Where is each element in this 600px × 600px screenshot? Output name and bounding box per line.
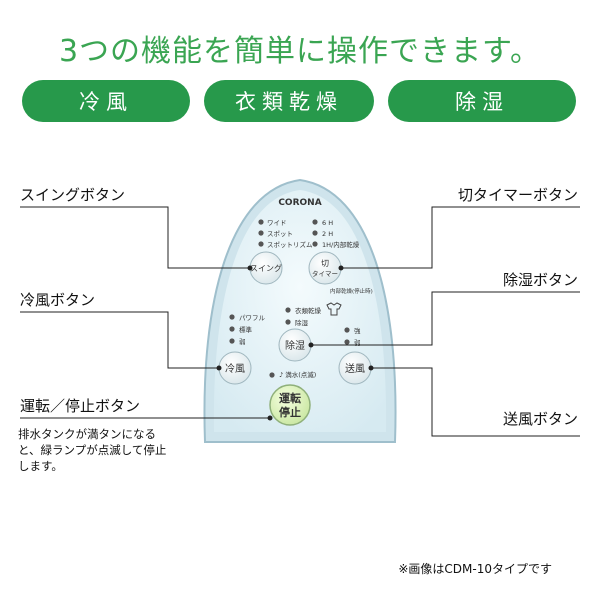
svg-text:除湿: 除湿: [285, 339, 305, 352]
callout-dehumid: 除湿ボタン: [502, 271, 578, 289]
callout-cool: 冷風ボタン: [20, 291, 96, 309]
svg-text:1H/内部乾燥: 1H/内部乾燥: [322, 240, 360, 249]
callout-power: 運転／停止ボタン: [20, 397, 141, 415]
model-footnote: ※画像はCDM-10タイプです: [398, 562, 552, 576]
callout-dots: [216, 265, 374, 421]
timer-button[interactable]: 切 タイマー: [308, 251, 342, 285]
power-button[interactable]: 運転 停止: [269, 384, 311, 426]
svg-text:タイマー: タイマー: [312, 269, 338, 278]
dehumid-indicators: 衣類乾燥 除湿: [285, 302, 342, 327]
feature-pill-laundry-dry: 衣類乾燥: [204, 80, 374, 122]
svg-text:送風: 送風: [345, 362, 365, 375]
svg-text:衣類乾燥: 衣類乾燥: [295, 306, 322, 315]
svg-text:パワフル: パワフル: [239, 314, 266, 322]
tank-full-lamp: [269, 372, 275, 378]
cool-indicators: パワフル 標準 弱: [229, 314, 266, 346]
svg-text:スポット: スポット: [267, 230, 293, 238]
svg-text:切: 切: [321, 259, 329, 268]
headline: 3つの機能を簡単に操作できます。: [58, 34, 542, 69]
svg-text:強: 強: [354, 327, 361, 335]
svg-text:標準: 標準: [239, 325, 253, 334]
fan-indicators: 強 弱: [344, 327, 361, 347]
svg-text:運転: 運転: [279, 391, 301, 405]
swing-button[interactable]: スイング: [249, 251, 283, 285]
cool-button[interactable]: 冷風: [218, 351, 252, 385]
callout-swing: スイングボタン: [20, 186, 126, 204]
svg-text:スイング: スイング: [250, 263, 282, 273]
swing-indicators: ワイド スポット スポットリズム: [258, 219, 313, 249]
svg-text:2 H: 2 H: [322, 230, 333, 238]
brand-logo: CORONA: [278, 198, 321, 208]
internal-dry-label: 内部乾燥(停止時): [330, 287, 373, 295]
callout-lines: [20, 206, 580, 437]
callout-fan: 送風ボタン: [502, 410, 578, 428]
svg-text:6 H: 6 H: [322, 219, 333, 227]
timer-indicators: 6 H 2 H 1H/内部乾燥: [312, 219, 360, 249]
svg-text:除湿: 除湿: [295, 318, 309, 327]
svg-text:弱: 弱: [354, 339, 361, 347]
shirt-icon: [326, 302, 342, 316]
svg-text:スポットリズム: スポットリズム: [267, 240, 313, 249]
dehumid-button[interactable]: 除湿: [278, 328, 312, 362]
svg-text:冷風: 冷風: [225, 362, 245, 375]
feature-pill-cool: 冷風: [22, 80, 190, 122]
fan-button[interactable]: 送風: [338, 351, 372, 385]
tank-full-label: ♪ 満水(点滅): [279, 370, 316, 379]
tank-note: 排水タンクが満タンになると、緑ランプが点滅して停止します。: [18, 427, 167, 473]
svg-text:停止: 停止: [279, 405, 301, 419]
feature-pill-dehumidify: 除湿: [388, 80, 576, 122]
svg-text:弱: 弱: [239, 338, 246, 346]
callout-timer: 切タイマーボタン: [457, 186, 578, 204]
svg-text:ワイド: ワイド: [267, 219, 287, 227]
